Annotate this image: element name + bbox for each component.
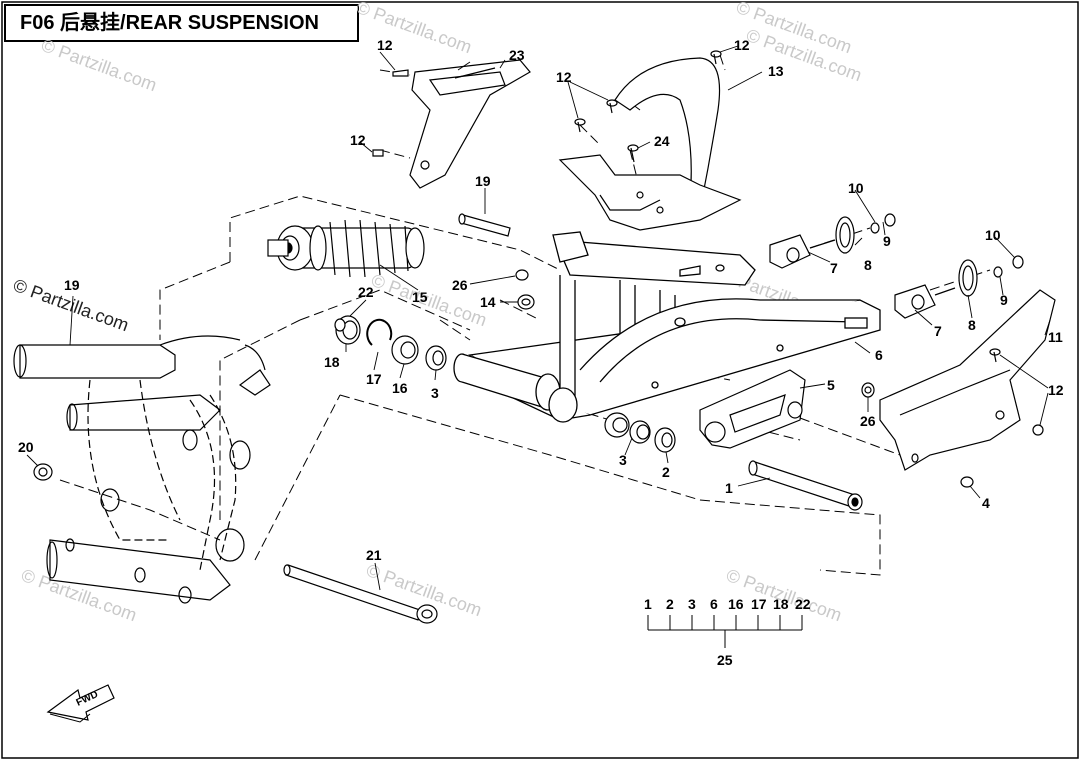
callout-label: 12	[556, 69, 572, 85]
kit-bracket	[647, 615, 803, 648]
callout-label: 12	[350, 132, 366, 148]
pivot-bearing-set-left	[334, 315, 447, 371]
pivot-bearing-set-right	[604, 412, 676, 453]
forward-arrow-icon: FWD	[46, 684, 115, 723]
kit-item-label: 16	[728, 596, 744, 612]
rear-shock-absorber	[267, 219, 425, 278]
callout-label: 22	[358, 284, 374, 300]
callout-label: 3	[431, 385, 439, 401]
kit-item-label: 1	[644, 596, 652, 612]
swingarm	[453, 231, 881, 423]
callout-label: 9	[883, 233, 891, 249]
callout-label: 21	[366, 547, 382, 563]
callout-label: 8	[968, 317, 976, 333]
callout-label: 25	[717, 652, 733, 668]
callout-label: 9	[1000, 292, 1008, 308]
pivot-axle-bolt	[283, 564, 438, 624]
watermark: © Partzilla.com	[354, 0, 475, 57]
callout-label: 19	[475, 173, 491, 189]
callout-label: 8	[864, 257, 872, 273]
callout-label: 1	[725, 480, 733, 496]
kit-item-label: 3	[688, 596, 696, 612]
callout-label: 14	[480, 294, 496, 310]
callout-label: 12	[1048, 382, 1064, 398]
kit-item-label: 18	[773, 596, 789, 612]
callout-label: 26	[860, 413, 876, 429]
callout-label: 26	[452, 277, 468, 293]
callout-label: 16	[392, 380, 408, 396]
watermark: © Partzilla.com	[39, 35, 160, 95]
chain-adjuster-assembly	[769, 213, 1024, 319]
callout-label: 7	[830, 260, 838, 276]
callout-labels: 12 23 12 12 12 13 24 19 10 9 8 7 10 9 8 …	[18, 37, 1064, 668]
callout-label: 17	[366, 371, 382, 387]
callout-label: 6	[875, 347, 883, 363]
callout-label: 23	[509, 47, 525, 63]
callout-label: 20	[18, 439, 34, 455]
chain-guard	[879, 289, 1056, 471]
kit-item-label: 22	[795, 596, 811, 612]
callout-label: 13	[768, 63, 784, 79]
callout-label: 10	[985, 227, 1001, 243]
kit-item-label: 17	[751, 596, 767, 612]
mudguard-bracket	[409, 59, 531, 189]
kit-item-labels: 1 2 3 6 16 17 18 22	[644, 596, 811, 612]
callout-label: 7	[934, 323, 942, 339]
callout-leader-lines	[26, 45, 1051, 591]
chain-slider	[699, 369, 806, 449]
callout-label: 10	[848, 180, 864, 196]
callout-label: 18	[324, 354, 340, 370]
spacer-tube	[748, 460, 863, 511]
callout-label: 12	[734, 37, 750, 53]
fastener-hardware	[33, 50, 1044, 488]
callout-label: 11	[1048, 329, 1063, 345]
callout-label: 24	[654, 133, 670, 149]
rear-fender	[558, 57, 742, 231]
callout-label: 19	[64, 277, 80, 293]
frame-outline	[13, 335, 271, 604]
callout-label: 3	[619, 452, 627, 468]
watermark: © Partzilla.com	[369, 270, 490, 330]
diagram-title: F06 后悬挂/REAR SUSPENSION	[4, 4, 359, 42]
kit-item-label: 6	[710, 596, 718, 612]
kit-item-label: 2	[666, 596, 674, 612]
callout-label: 15	[412, 289, 428, 305]
callout-label: 5	[827, 377, 835, 393]
callout-label: 2	[662, 464, 670, 480]
watermark: © Partzilla.com	[19, 565, 140, 625]
callout-label: 12	[377, 37, 393, 53]
callout-label: 4	[982, 495, 990, 511]
